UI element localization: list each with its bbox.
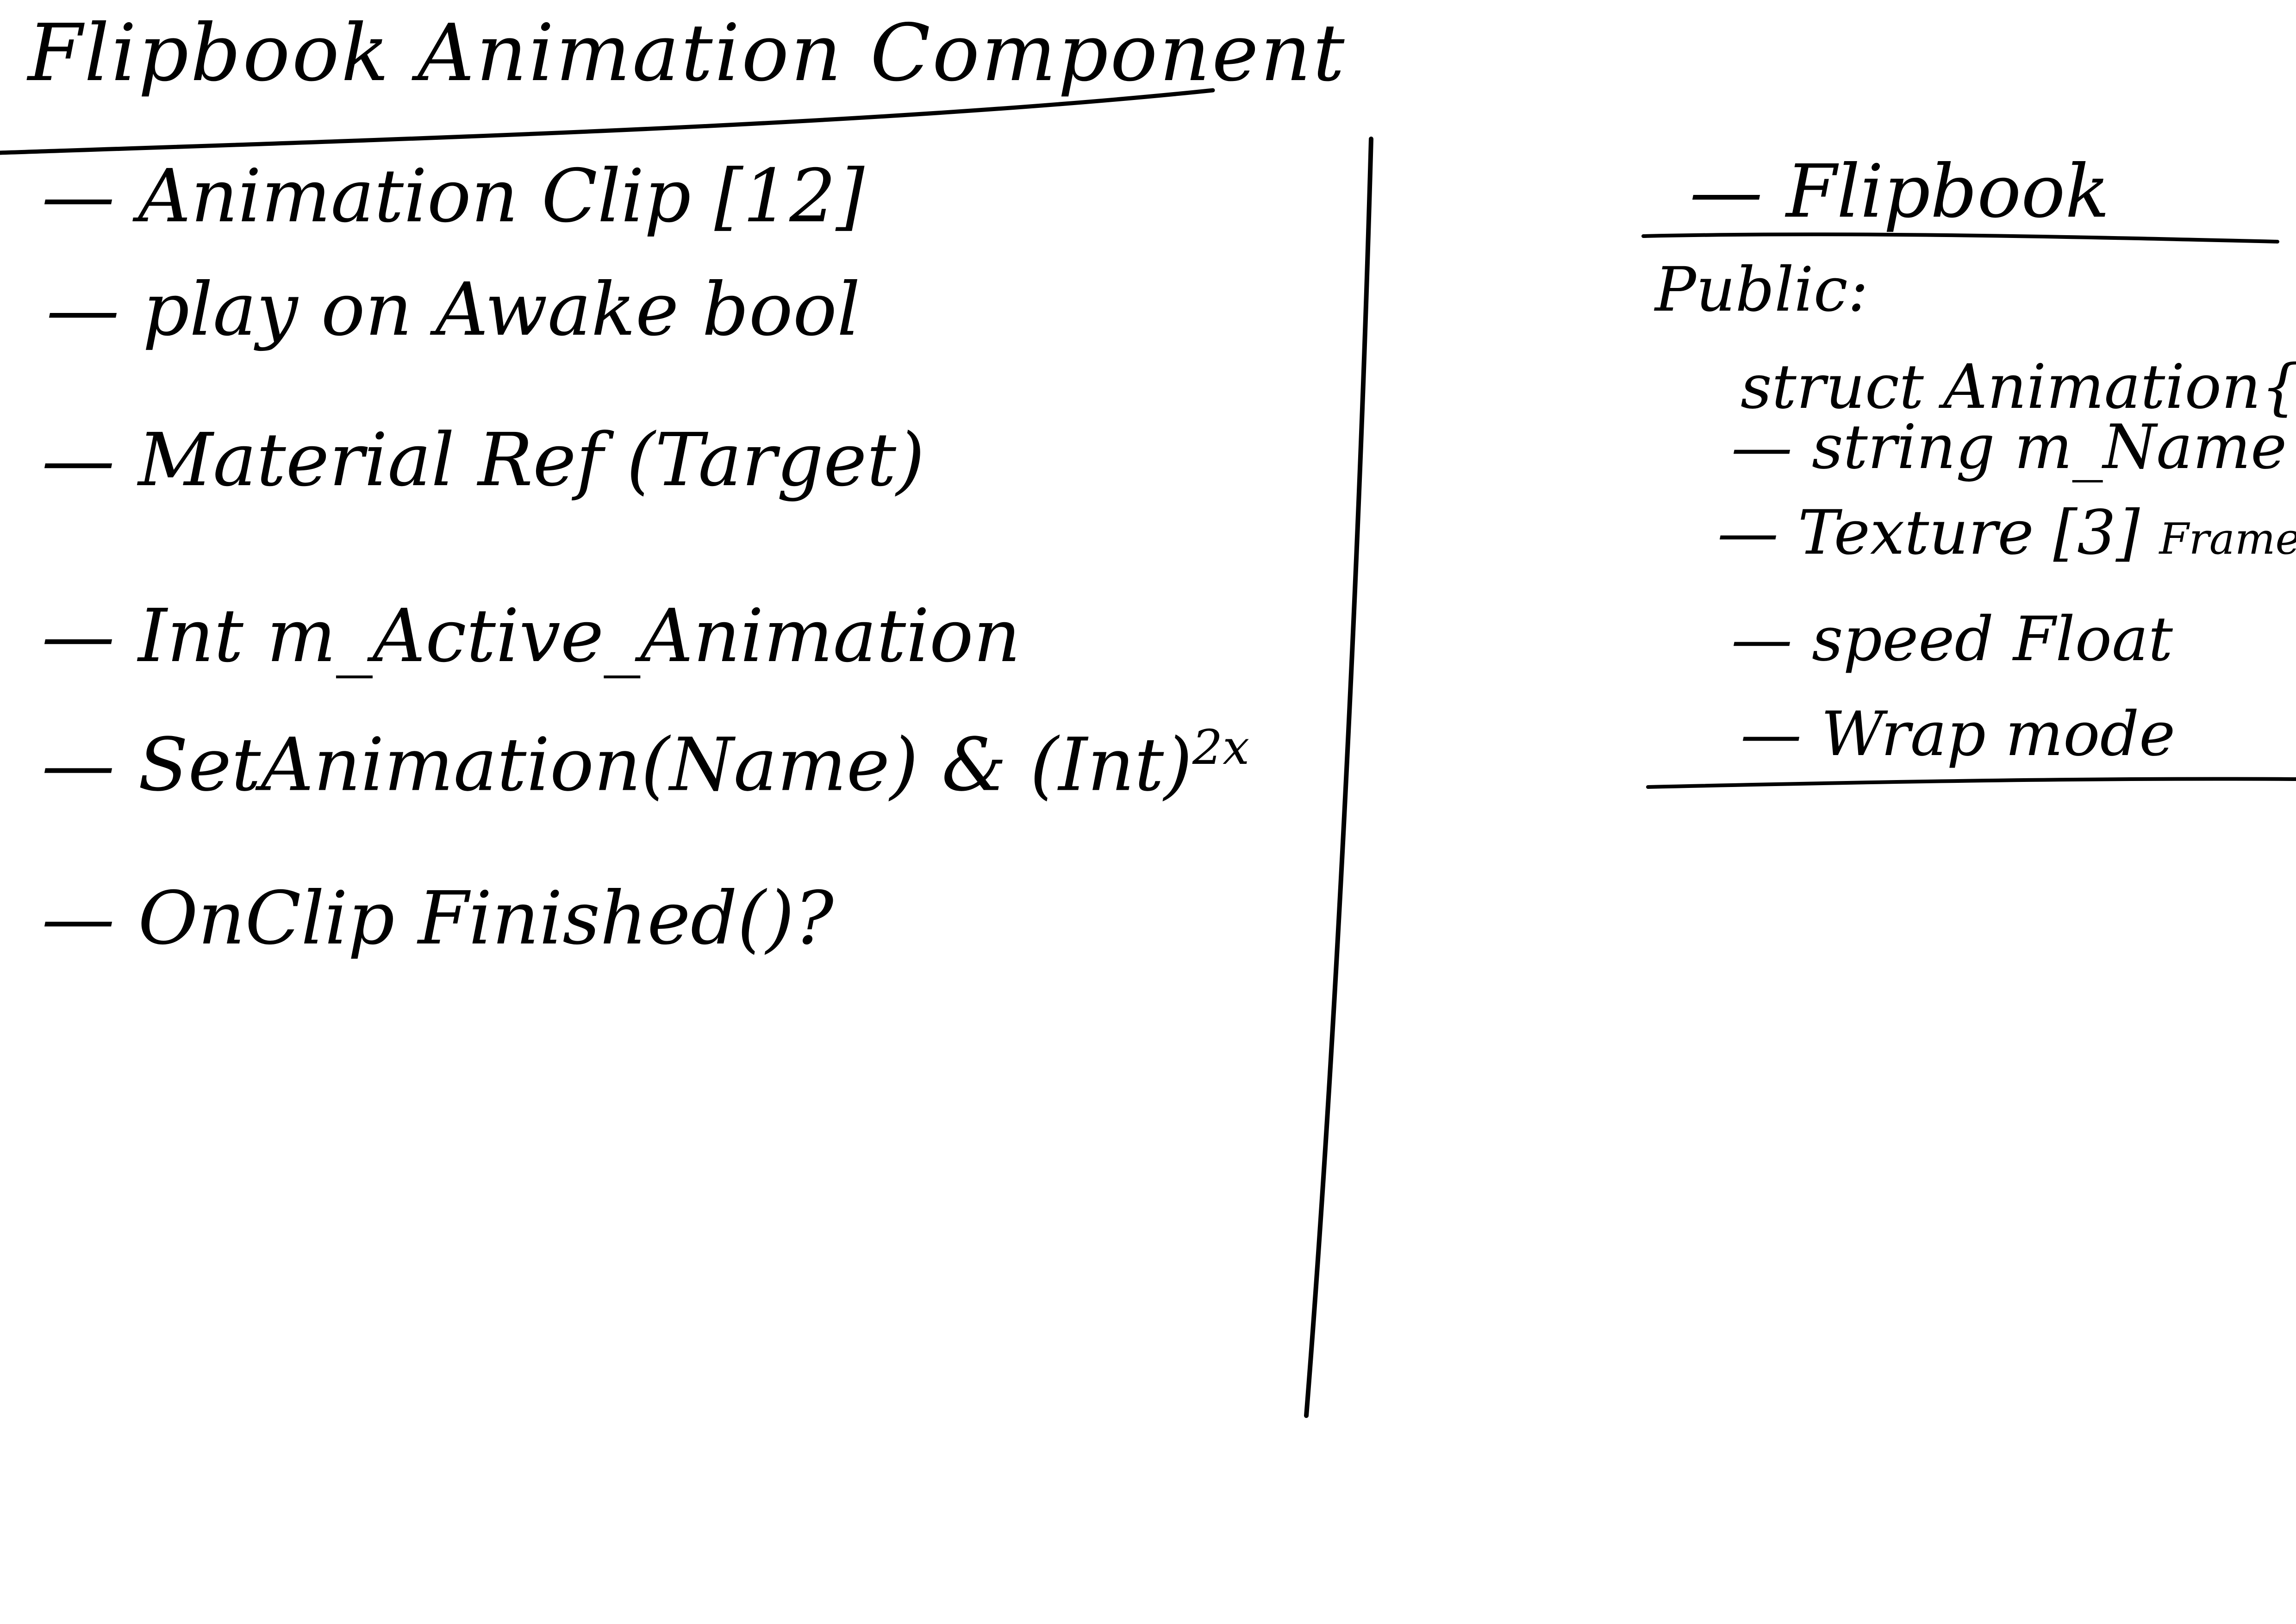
wrap-mode-item: — Wrap mode: [1741, 699, 2176, 770]
two-x-superscript: 2x: [1192, 720, 1250, 775]
title-underline: [0, 88, 1215, 155]
flipbook-heading: — Flipbook: [1690, 149, 2110, 234]
public-label: Public:: [1655, 254, 1869, 325]
active-animation-item: — Int m_Active_Animation: [42, 593, 1021, 679]
string-name-item: — string m_Name: [1731, 412, 2287, 483]
frames-text: Frames: [2159, 514, 2296, 564]
flipbook-heading-underline: [1641, 232, 2279, 244]
texture-frames-item: — Texture [3] Frames: [1717, 502, 2296, 563]
struct-closing-line: [1646, 777, 2296, 789]
material-ref-item: — Material Ref (Target): [42, 418, 925, 503]
set-animation-text: — SetAnimation(Name) & (Int): [42, 722, 1192, 808]
set-animation-item: — SetAnimation(Name) & (Int)2x: [42, 724, 1249, 801]
on-clip-finished-item: — OnClip Finished()?: [42, 876, 834, 961]
struct-animation-label: struct Animation{: [1741, 351, 2296, 423]
page-title: Flipbook Animation Component: [28, 7, 1347, 99]
speed-float-item: — speed Float: [1731, 604, 2173, 675]
texture-text: — Texture [3]: [1717, 497, 2140, 568]
column-divider-line: [1304, 137, 1373, 1418]
animation-clip-item: — Animation Clip [12]: [42, 154, 865, 239]
play-on-awake-item: — play on Awake bool: [46, 267, 861, 352]
